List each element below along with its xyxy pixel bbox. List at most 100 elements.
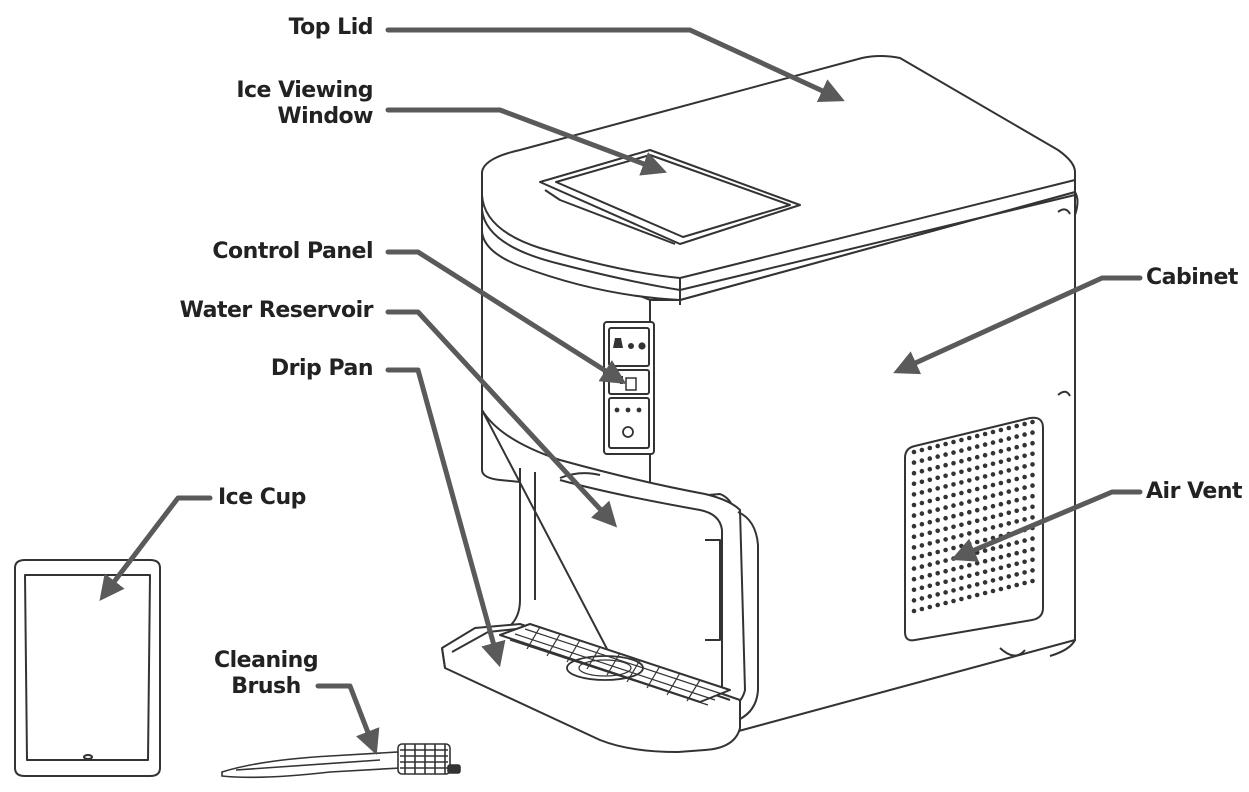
vent-hole	[967, 499, 972, 504]
vent-hole	[990, 493, 996, 498]
vent-hole	[911, 523, 917, 529]
vent-hole	[998, 491, 1004, 496]
vent-hole	[959, 586, 964, 591]
vent-hole	[951, 577, 956, 583]
vent-hole	[943, 473, 948, 479]
vent-hole	[959, 575, 964, 581]
vent-hole	[959, 448, 964, 453]
vent-hole	[998, 438, 1004, 443]
vent-hole	[951, 492, 956, 498]
vent-hole	[927, 572, 933, 578]
label-control-panel: Control Panel	[212, 239, 373, 264]
vent-hole	[927, 509, 933, 514]
vent-hole	[959, 501, 964, 506]
vent-hole	[982, 474, 988, 479]
vent-hole	[1022, 442, 1027, 448]
vent-hole	[959, 480, 964, 485]
vent-hole	[943, 579, 948, 585]
vent-hole	[911, 481, 917, 487]
vent-hole	[943, 590, 948, 595]
vent-hole	[935, 486, 940, 491]
vent-hole	[1006, 552, 1012, 558]
drip-pan-arrow	[385, 367, 506, 668]
vent-hole	[919, 500, 925, 506]
vent-hole	[935, 454, 940, 459]
vent-hole	[959, 564, 964, 570]
vent-hole	[935, 443, 940, 449]
cleaning-brush-arrow	[315, 683, 380, 755]
label-water-reservoir: Water Reservoir	[179, 298, 374, 323]
vent-hole	[911, 598, 917, 603]
top-lid	[481, 55, 1076, 301]
vent-hole	[919, 479, 925, 485]
vent-hole	[919, 458, 925, 463]
vent-hole	[951, 471, 956, 477]
vent-hole	[1006, 521, 1012, 526]
vent-hole	[959, 522, 964, 528]
vent-hole	[1014, 519, 1019, 524]
vent-hole	[982, 505, 988, 511]
vent-hole	[1006, 425, 1012, 431]
vent-hole	[911, 566, 917, 571]
vent-hole	[974, 592, 980, 598]
vent-hole	[1014, 444, 1019, 450]
vent-hole	[982, 452, 988, 458]
vent-hole	[911, 587, 917, 593]
vent-hole	[951, 513, 956, 519]
vent-hole	[1030, 493, 1035, 499]
vent-hole	[1006, 446, 1012, 452]
vent-hole	[1006, 584, 1012, 590]
vent-hole	[927, 488, 933, 493]
label-cleaning-brush: Cleaning Brush	[214, 648, 319, 700]
vent-hole	[951, 524, 956, 530]
vent-hole	[1014, 572, 1019, 577]
vent-hole	[967, 520, 972, 526]
ice-full-icon	[613, 338, 623, 348]
vent-hole	[951, 439, 956, 445]
vent-hole	[1030, 419, 1035, 425]
vent-hole	[951, 535, 956, 540]
vent-hole	[1030, 578, 1035, 584]
vent-hole	[1006, 510, 1012, 516]
vent-hole	[951, 503, 956, 508]
cleaning-brush	[221, 743, 461, 779]
vent-hole	[1014, 476, 1019, 482]
drip-pan	[441, 623, 741, 753]
callout-arrows	[99, 27, 1143, 755]
vent-hole	[911, 534, 917, 540]
vent-hole	[1022, 517, 1027, 522]
vent-hole	[1022, 548, 1027, 554]
vent-hole	[990, 567, 996, 573]
vent-hole	[998, 586, 1004, 592]
vent-hole	[919, 553, 925, 559]
air-vent-arrow	[951, 489, 1143, 562]
label-ice-viewing-window-line-1: Ice Viewing	[236, 78, 373, 103]
vent-hole	[1022, 570, 1027, 575]
vent-hole	[911, 470, 917, 476]
vent-hole	[911, 502, 917, 508]
vent-hole	[990, 429, 996, 435]
vent-hole	[919, 490, 925, 495]
vent-hole	[974, 539, 980, 545]
vent-hole	[959, 490, 964, 496]
top-lid-arrow	[385, 27, 845, 103]
vent-hole	[990, 588, 996, 594]
vent-hole	[951, 450, 956, 455]
vent-hole	[935, 602, 940, 608]
air-vent-holes	[911, 419, 1035, 614]
vent-hole	[943, 600, 948, 606]
vent-hole	[919, 543, 925, 548]
vent-hole	[927, 551, 933, 557]
vent-hole	[998, 501, 1004, 507]
vent-hole	[943, 462, 948, 468]
power-icon	[622, 426, 634, 438]
vent-hole	[1030, 568, 1035, 573]
vent-hole	[1030, 472, 1035, 478]
vent-hole	[974, 444, 980, 449]
vent-hole	[967, 467, 972, 473]
vent-hole	[974, 465, 980, 471]
vent-hole	[911, 460, 917, 465]
vent-hole	[982, 580, 988, 585]
vent-hole	[1022, 453, 1027, 459]
